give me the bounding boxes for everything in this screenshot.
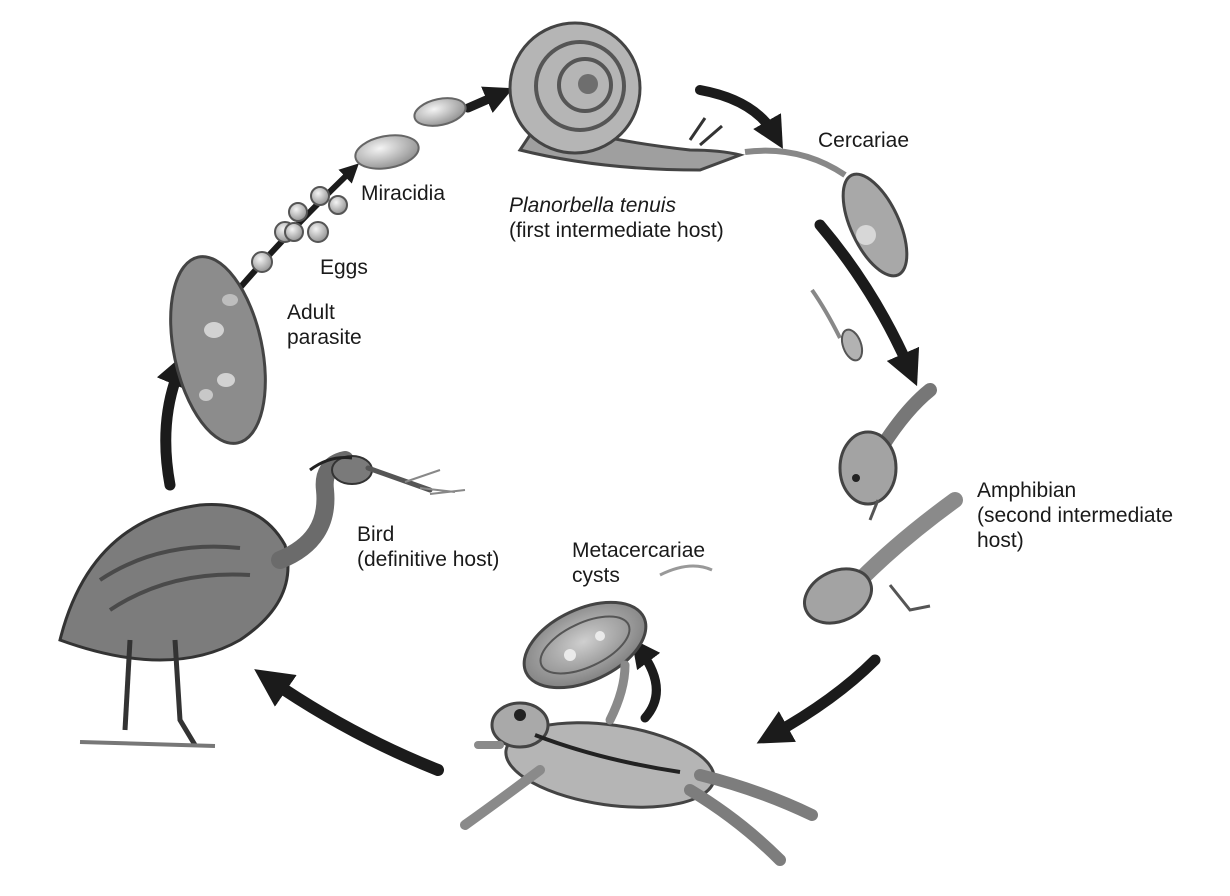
label-amphibian-line1: Amphibian xyxy=(977,478,1173,503)
label-amphibian: Amphibian (second intermediate host) xyxy=(977,478,1173,553)
label-bird-line2: (definitive host) xyxy=(357,547,499,572)
label-snail-species: Planorbella tenuis xyxy=(509,193,724,218)
label-metacercariae-line1: Metacercariae xyxy=(572,538,705,563)
label-eggs: Eggs xyxy=(320,255,368,280)
arrow-frog-to-bird xyxy=(270,680,438,770)
frog-illustration xyxy=(465,665,812,860)
miracidia-illustration xyxy=(353,94,468,173)
label-amphibian-line3: host) xyxy=(977,528,1173,553)
label-snail: Planorbella tenuis (first intermediate h… xyxy=(509,193,724,243)
label-adult-parasite-line1: Adult xyxy=(287,300,362,325)
label-metacercariae-line2: cysts xyxy=(572,563,705,588)
arrow-amphibian-to-frog xyxy=(772,660,875,735)
label-snail-role: (first intermediate host) xyxy=(509,218,724,243)
label-amphibian-line2: (second intermediate xyxy=(977,503,1173,528)
bird-illustration xyxy=(60,456,465,746)
label-bird-line1: Bird xyxy=(357,522,499,547)
adult-parasite-illustration xyxy=(155,248,281,452)
arrow-bird-to-adult xyxy=(166,368,180,485)
amphibian-illustration xyxy=(796,390,955,633)
label-cercariae: Cercariae xyxy=(818,128,909,153)
label-adult-parasite-line2: parasite xyxy=(287,325,362,350)
label-metacercariae: Metacercariae cysts xyxy=(572,538,705,588)
arrow-miracidia-to-snail xyxy=(468,94,500,108)
label-miracidia: Miracidia xyxy=(361,181,445,206)
label-bird: Bird (definitive host) xyxy=(357,522,499,572)
snail-illustration xyxy=(510,23,740,170)
label-adult-parasite: Adult parasite xyxy=(287,300,362,350)
arrow-frog-to-cysts xyxy=(640,650,656,718)
arrow-snail-to-cercariae xyxy=(700,90,775,135)
